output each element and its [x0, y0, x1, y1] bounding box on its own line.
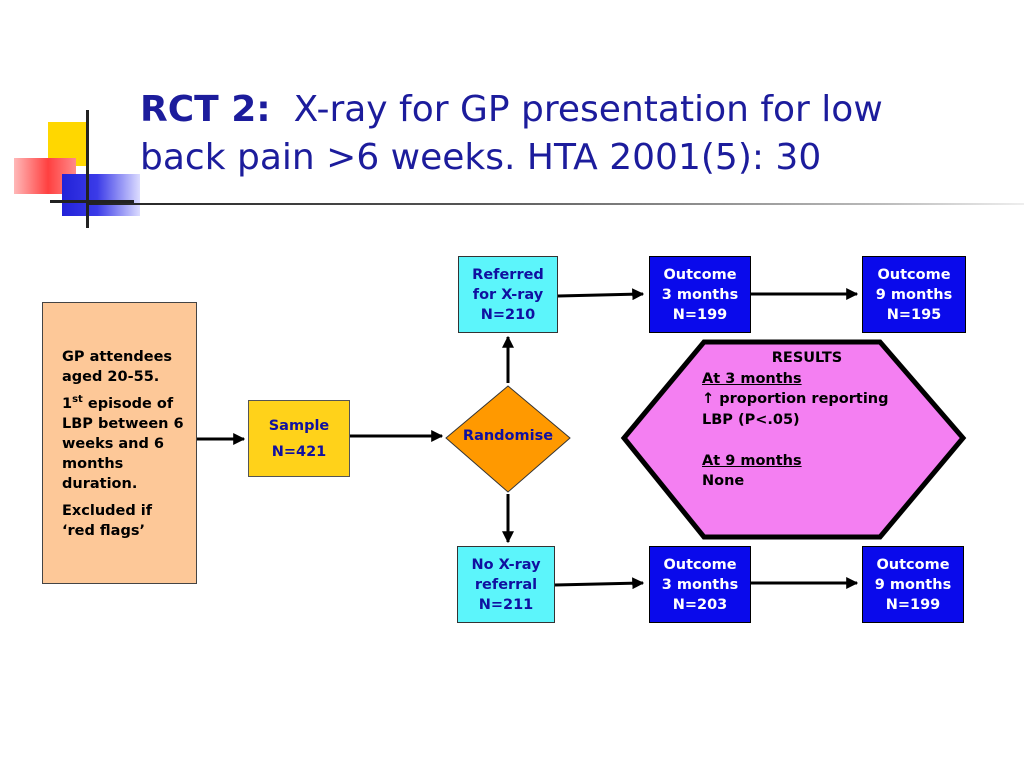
bottom-outcome9-line-1: Outcome	[876, 556, 950, 573]
referred-line-1: Referred	[472, 266, 544, 283]
sample-count: N=421	[271, 444, 327, 460]
gp-criteria-age: GP attendees aged 20-55.	[62, 349, 173, 385]
referred-line-2: for X-ray	[472, 286, 544, 303]
gp-episode-number: 1	[62, 396, 73, 412]
results-3m-line-2: LBP (P<.05)	[702, 411, 800, 428]
results-text: RESULTS At 3 months ↑ proportion reporti…	[702, 348, 912, 492]
bottom-outcome-3-months-box: Outcome 3 months N=203	[649, 546, 751, 623]
no-xray-line-1: No X-ray	[471, 556, 541, 573]
logo-graphic	[0, 100, 140, 230]
results-at-3-months: At 3 months	[702, 370, 802, 387]
bottom-outcome9-count: N=199	[885, 596, 941, 613]
results-hexagon	[620, 339, 967, 540]
title-divider	[88, 203, 1024, 205]
top-outcome3-line-2: 3 months	[661, 286, 739, 303]
slide-title: RCT 2: X-ray for GP presentation for low…	[140, 86, 1010, 182]
title-bold: RCT 2:	[140, 89, 271, 130]
bottom-outcome-9-months-box: Outcome 9 months N=199	[862, 546, 964, 623]
logo-horizontal-line	[50, 200, 134, 203]
gp-criteria-episode: 1st episode of LBP between 6 weeks and 6…	[62, 394, 186, 494]
gp-attendees-box: GP attendees aged 20-55. 1st episode of …	[42, 302, 197, 584]
referred-count: N=210	[480, 306, 536, 323]
randomise-label: Randomise	[462, 428, 554, 444]
logo-blue-square	[62, 174, 140, 216]
no-xray-line-2: referral	[474, 576, 538, 593]
no-xray-referral-box: No X-ray referral N=211	[457, 546, 555, 623]
top-outcome-9-months-box: Outcome 9 months N=195	[862, 256, 966, 333]
logo-vertical-line	[86, 110, 89, 228]
gp-criteria-exclusion: Excluded if ‘red flags’	[62, 503, 153, 539]
results-3m-line-1: ↑ proportion reporting	[702, 389, 912, 410]
top-outcome9-count: N=195	[886, 306, 942, 323]
results-3m-text: proportion reporting	[714, 391, 889, 407]
bottom-outcome3-line-1: Outcome	[663, 556, 737, 573]
referred-xray-box: Referred for X-ray N=210	[458, 256, 558, 333]
bottom-outcome3-count: N=203	[672, 596, 728, 613]
top-outcome3-line-1: Outcome	[663, 266, 737, 283]
randomise-diamond	[445, 385, 571, 493]
results-9m-value: None	[702, 473, 745, 489]
title-line2: back pain >6 weeks. HTA 2001(5): 30	[140, 137, 822, 178]
top-outcome9-line-2: 9 months	[875, 286, 953, 303]
top-outcome-3-months-box: Outcome 3 months N=199	[649, 256, 751, 333]
up-arrow-icon: ↑	[702, 391, 715, 407]
top-outcome9-line-1: Outcome	[877, 266, 951, 283]
sample-box: Sample N=421	[248, 400, 350, 477]
gp-episode-sup: st	[72, 394, 83, 406]
arrow-referred-to-outcome3	[557, 288, 645, 301]
sample-label: Sample	[268, 418, 330, 434]
top-outcome3-count: N=199	[672, 306, 728, 323]
results-at-9-months: At 9 months	[702, 452, 802, 469]
gp-episode-text: episode of LBP between 6 weeks and 6 mon…	[62, 396, 184, 492]
results-heading: RESULTS	[771, 350, 843, 366]
arrow-no-xray-to-outcome3	[554, 577, 645, 590]
no-xray-count: N=211	[478, 596, 534, 613]
results-spacer	[702, 430, 912, 451]
bottom-outcome9-line-2: 9 months	[874, 576, 952, 593]
title-line1: X-ray for GP presentation for low	[293, 89, 883, 130]
bottom-outcome3-line-2: 3 months	[661, 576, 739, 593]
